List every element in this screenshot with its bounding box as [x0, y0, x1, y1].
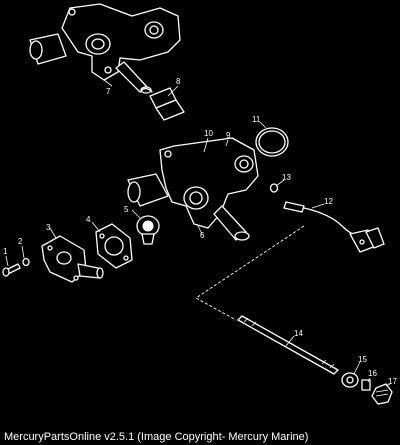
- part-14-stud: [237, 315, 339, 375]
- part-4-gasket: [95, 223, 133, 269]
- callout-15: 15: [358, 355, 367, 364]
- callout-1: 1: [3, 247, 8, 256]
- part-13-washer: [269, 183, 279, 193]
- callout-3: 3: [46, 223, 51, 232]
- callout-16: 16: [368, 369, 377, 378]
- callout-17: 17: [388, 377, 397, 386]
- callout-6: 6: [200, 231, 205, 240]
- callout-9: 9: [226, 131, 231, 140]
- part-5-thermostat: [136, 215, 160, 245]
- part-16-washer: [361, 379, 371, 391]
- part-17-nut: [371, 383, 393, 405]
- part-1-bolt: [2, 263, 21, 277]
- part-3-cover: [41, 235, 104, 283]
- callout-13: 13: [282, 173, 291, 182]
- callout-2: 2: [18, 237, 23, 246]
- callout-5: 5: [124, 205, 129, 214]
- part-15-spacer: [341, 372, 359, 388]
- callout-10: 10: [204, 129, 213, 138]
- callout-14: 14: [294, 329, 303, 338]
- leader-lines: [5, 79, 391, 387]
- part-7-upper-housing: [29, 3, 181, 94]
- callout-8: 8: [176, 77, 181, 86]
- part-6-lower-housing: [127, 137, 259, 241]
- part-12-sender: [283, 201, 385, 253]
- assembly-line: [195, 225, 305, 321]
- part-8-fitting: [141, 87, 185, 121]
- part-2-washer: [22, 257, 30, 267]
- copyright-caption: MercuryPartsOnline v2.5.1 (Image Copyrig…: [4, 431, 309, 443]
- callout-7: 7: [106, 87, 111, 96]
- callout-11: 11: [252, 115, 261, 124]
- callout-12: 12: [324, 197, 333, 206]
- exploded-parts-diagram: 1 2 3 4 5 6 7 8 9 10 11 12 13 14 15 16 1…: [2, 3, 397, 405]
- callout-4: 4: [86, 215, 91, 224]
